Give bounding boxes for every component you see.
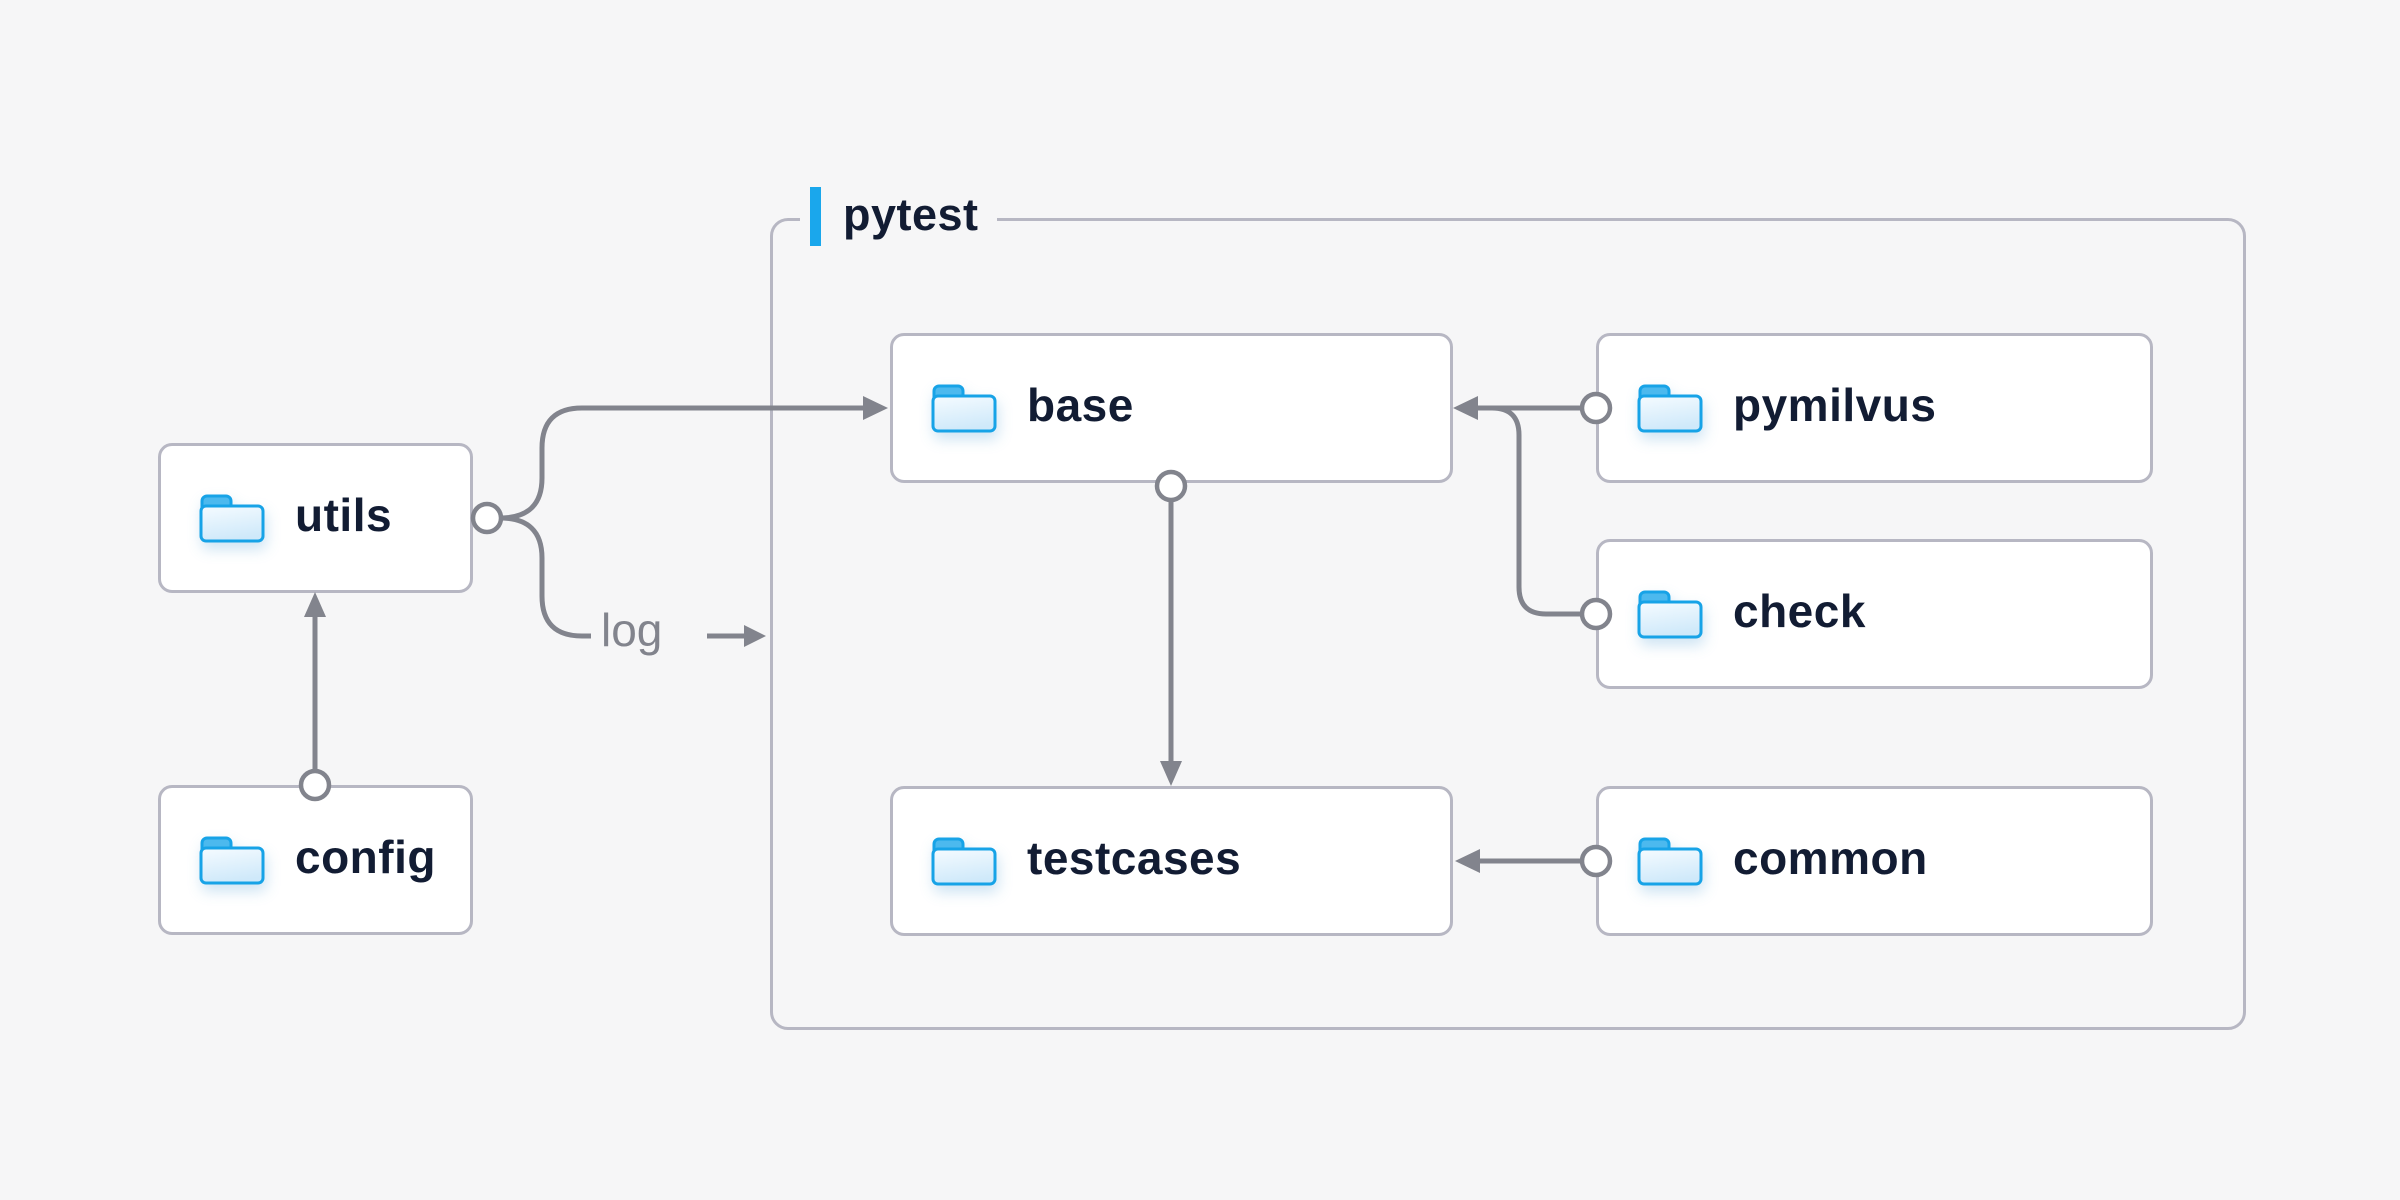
folder-icon xyxy=(1637,589,1703,639)
folder-icon xyxy=(1637,383,1703,433)
pytest-group-container xyxy=(770,218,2246,1030)
port-utils-right xyxy=(470,501,504,535)
pytest-group-label: pytest xyxy=(800,184,997,248)
node-label: common xyxy=(1733,832,1928,884)
node-utils: utils xyxy=(158,443,473,593)
node-base: base xyxy=(890,333,1453,483)
folder-icon xyxy=(1637,836,1703,886)
node-check: check xyxy=(1596,539,2153,689)
accent-bar xyxy=(810,186,821,246)
node-label: pymilvus xyxy=(1733,379,1937,431)
node-testcases: testcases xyxy=(890,786,1453,936)
arrowhead-into-utils xyxy=(304,592,326,617)
pytest-group-title: pytest xyxy=(843,188,979,240)
edge-label-log: log xyxy=(601,604,663,656)
arrowhead-log xyxy=(744,625,766,647)
node-config: config xyxy=(158,785,473,935)
folder-icon xyxy=(931,836,997,886)
edge-utils-log xyxy=(499,515,591,639)
node-label: testcases xyxy=(1027,832,1242,884)
node-label: base xyxy=(1027,379,1134,431)
node-pymilvus: pymilvus xyxy=(1596,333,2153,483)
node-label: utils xyxy=(295,489,393,541)
node-label: check xyxy=(1733,585,1866,637)
folder-icon xyxy=(199,835,265,885)
node-label: config xyxy=(295,831,436,883)
folder-icon xyxy=(931,383,997,433)
folder-icon xyxy=(199,493,265,543)
node-common: common xyxy=(1596,786,2153,936)
